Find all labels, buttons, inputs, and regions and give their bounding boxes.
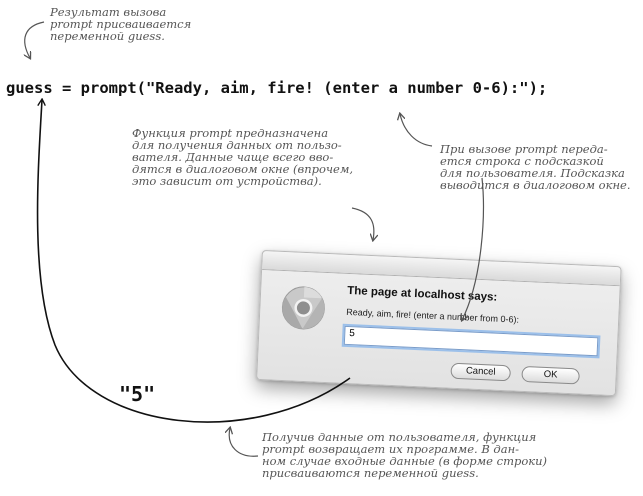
return-arrow-icon	[36, 100, 351, 423]
annotation-return-value: Получив данные от пользователя, функция …	[262, 430, 548, 480]
chrome-browser-icon	[281, 286, 325, 330]
bottom-note-arrow-icon	[229, 428, 259, 457]
prompt-dialog: The page at localhost says: Ready, aim, …	[256, 250, 622, 397]
annotation-prompt-string: При вызове prompt переда- ется строка с …	[440, 142, 631, 192]
middle-note-arrow-icon	[351, 207, 374, 240]
top-note-arrow-icon	[25, 21, 45, 58]
right-note-arrow-icon	[400, 114, 433, 147]
annotation-result-assignment: Результат вызова prompt присваивается пе…	[50, 5, 192, 43]
annotation-prompt-purpose: Функция prompt предназначена для получен…	[132, 126, 354, 188]
returned-value: "5"	[119, 382, 156, 406]
message-arrow-icon	[462, 177, 484, 320]
code-line: guess = prompt("Ready, aim, fire! (enter…	[6, 79, 548, 97]
